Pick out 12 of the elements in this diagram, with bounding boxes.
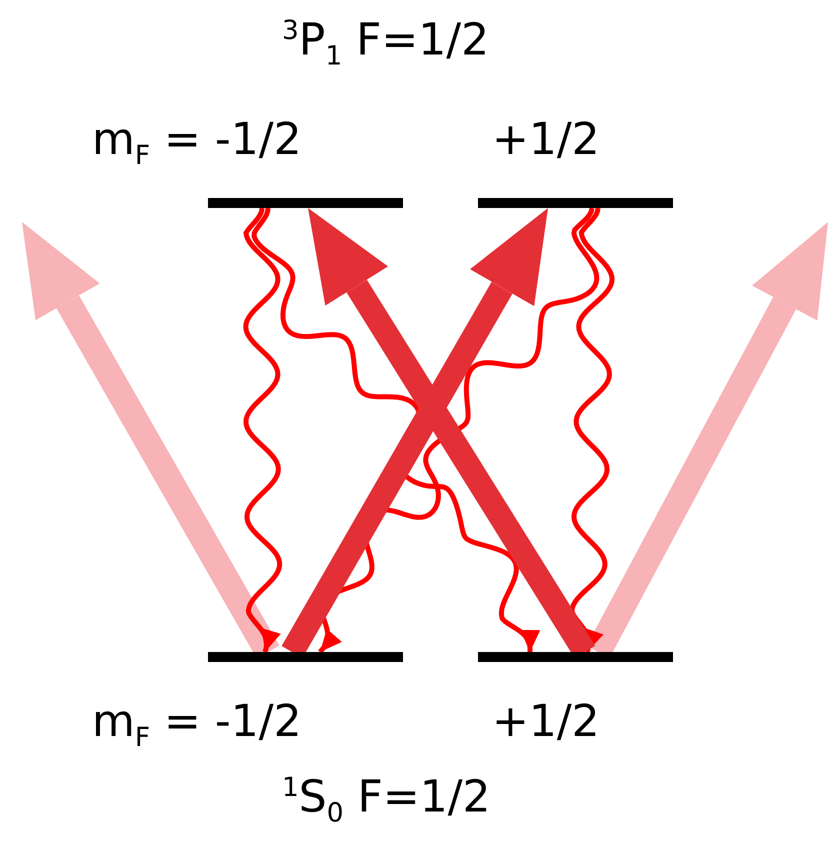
- state-label: $^{1}$S$_{0}$ F=1/2: [282, 775, 491, 827]
- decay-arrow: [569, 207, 614, 653]
- energy-level-bar: [478, 652, 673, 662]
- sublevel-label: +1/2: [492, 118, 600, 162]
- energy-level-bar: [478, 198, 673, 208]
- sublevel-label: m$_{F}$ = -1/2: [92, 118, 302, 170]
- energy-level-bar: [208, 198, 403, 208]
- state-label: $^{3}$P$_{1}$ F=1/2: [282, 18, 490, 70]
- decay-arrow: [243, 207, 282, 653]
- sublevel-label: +1/2: [492, 700, 600, 744]
- energy-level-bar: [208, 652, 403, 662]
- sublevel-label: m$_{F}$ = -1/2: [92, 700, 302, 752]
